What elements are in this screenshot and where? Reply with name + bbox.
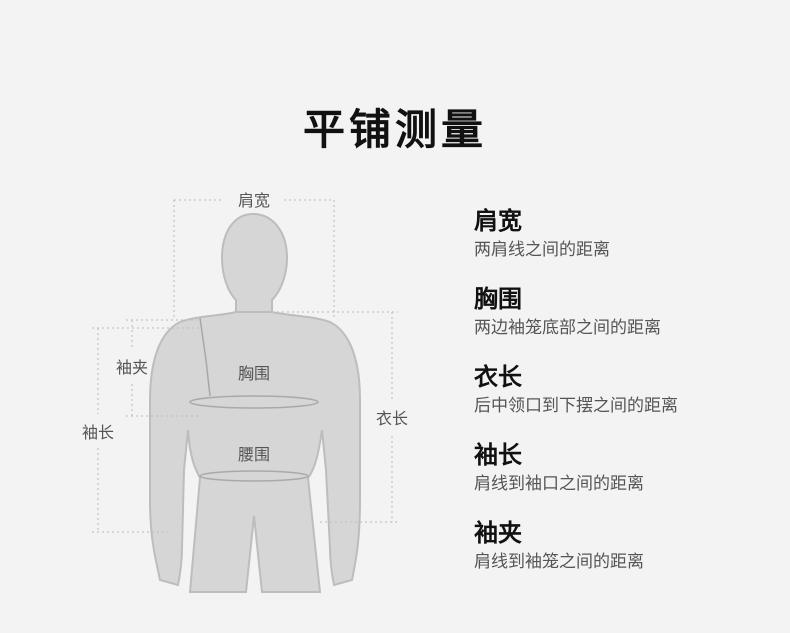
torso-shape <box>149 311 361 593</box>
definition-name: 袖长 <box>474 441 522 469</box>
armhole-label: 袖夹 <box>116 358 148 377</box>
page-title: 平铺测量 <box>302 105 487 154</box>
chest-label: 胸围 <box>238 364 270 383</box>
body-silhouette <box>149 212 361 593</box>
definition-name: 肩宽 <box>474 207 522 235</box>
definition-length: 衣长 后中领口到下摆之间的距离 <box>474 362 784 418</box>
definition-desc: 肩线到袖口之间的距离 <box>474 474 644 494</box>
length-label: 衣长 <box>376 409 408 428</box>
definition-desc: 后中领口到下摆之间的距离 <box>474 396 678 416</box>
definition-armhole: 袖夹 肩线到袖笼之间的距离 <box>474 518 784 574</box>
dimension-guides <box>92 199 398 533</box>
definition-shoulder: 肩宽 两肩线之间的距离 <box>474 206 784 262</box>
waist-label: 腰围 <box>238 445 270 464</box>
definition-name: 胸围 <box>474 285 522 313</box>
definition-name: 衣长 <box>474 363 522 391</box>
definition-desc: 肩线到袖笼之间的距离 <box>474 552 644 572</box>
sleeve-seam-line <box>199 317 211 397</box>
definition-desc: 两边袖笼底部之间的距离 <box>474 318 661 338</box>
shoulder-label: 肩宽 <box>238 191 270 210</box>
definition-chest: 胸围 两边袖笼底部之间的距离 <box>474 284 784 340</box>
head-shape <box>220 212 289 319</box>
definition-sleeve: 袖长 肩线到袖口之间的距离 <box>474 440 784 496</box>
definition-name: 袖夹 <box>474 519 522 547</box>
sleeve-label: 袖长 <box>82 423 114 442</box>
waist-ellipse <box>199 470 309 482</box>
chest-ellipse <box>189 395 319 409</box>
definition-desc: 两肩线之间的距离 <box>474 240 610 260</box>
